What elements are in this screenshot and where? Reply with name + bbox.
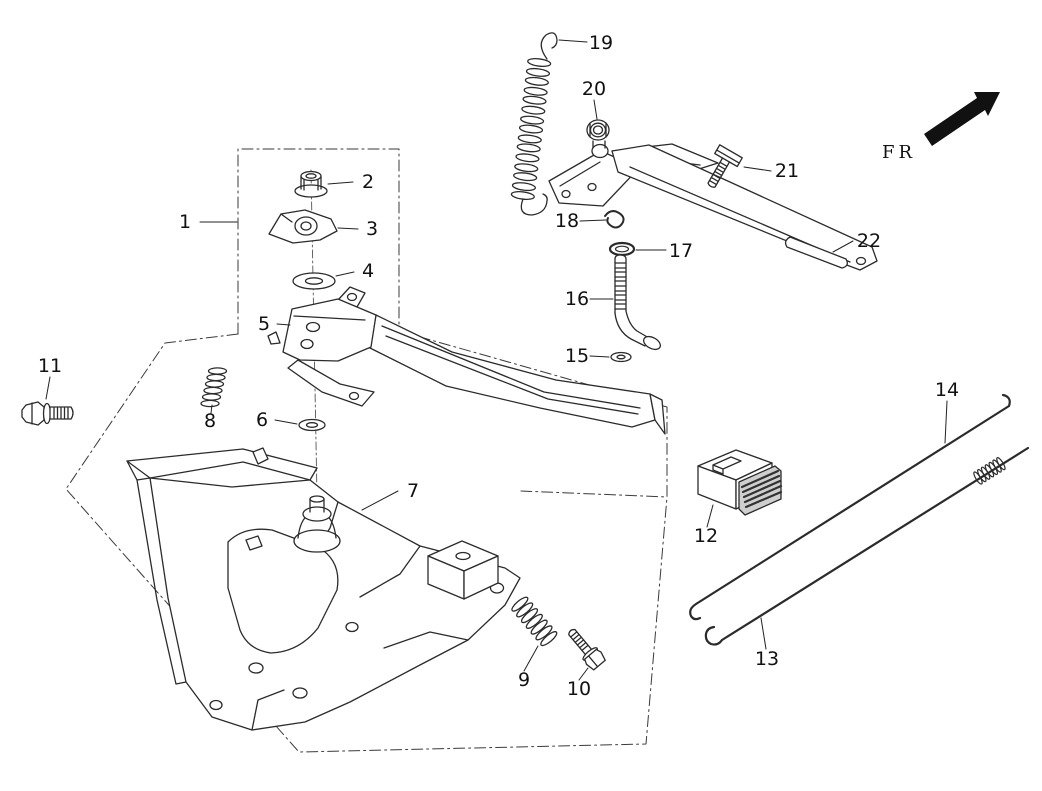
leader-14 — [944, 400, 948, 444]
leader-12 — [706, 504, 714, 528]
leader-8 — [210, 404, 213, 414]
callout-labels: 1 2 3 4 5 6 7 8 9 10 11 12 13 14 15 16 1… — [38, 32, 959, 700]
callout-4: 4 — [362, 260, 374, 282]
callout-21: 21 — [775, 160, 799, 182]
leader-10 — [578, 667, 589, 681]
part-21-bolt — [707, 144, 743, 188]
part-2-nut — [294, 170, 328, 198]
part-11-bolt — [21, 401, 74, 426]
callout-12: 12 — [694, 525, 718, 547]
callout-11: 11 — [38, 355, 62, 377]
leader-18 — [579, 219, 607, 222]
part-6-washer — [298, 418, 326, 432]
callout-8: 8 — [204, 410, 216, 432]
leader-20 — [593, 99, 598, 120]
part-8-spring — [200, 367, 228, 408]
callout-13: 13 — [755, 648, 779, 670]
leader-11 — [45, 376, 51, 400]
callout-1: 1 — [179, 211, 191, 233]
part-15-washer — [610, 351, 632, 363]
callout-3: 3 — [366, 218, 378, 240]
part-20-nut — [586, 119, 610, 141]
callout-19: 19 — [589, 32, 613, 54]
leader-19 — [558, 39, 588, 43]
leader-6 — [274, 419, 298, 425]
part-3-cam-plate — [268, 209, 338, 244]
leader-15 — [589, 355, 610, 358]
part-16-rod — [614, 254, 662, 351]
callout-16: 16 — [565, 288, 589, 310]
part-9-spring — [511, 596, 558, 647]
callout-6: 6 — [256, 409, 268, 431]
callout-20: 20 — [582, 78, 606, 100]
callout-18: 18 — [555, 210, 579, 232]
callout-22: 22 — [857, 230, 881, 252]
part-13-rod — [704, 446, 1030, 646]
part-12-clamp — [697, 449, 783, 516]
leader-21 — [743, 166, 772, 172]
leader-2 — [327, 181, 354, 185]
part-5-lever-bracket — [267, 286, 666, 435]
callout-2: 2 — [362, 171, 374, 193]
leader-7 — [361, 490, 399, 511]
part-7-bracket — [126, 447, 521, 731]
leader-9 — [523, 645, 539, 672]
leader-13 — [760, 617, 767, 650]
part-17-ring — [608, 241, 636, 257]
leader-22 — [832, 240, 854, 253]
part-19-spring — [510, 32, 558, 216]
part-14-rod — [689, 393, 1011, 621]
callout-7: 7 — [407, 480, 419, 502]
callout-17: 17 — [669, 240, 693, 262]
fr-direction-arrow-icon — [924, 92, 1000, 146]
part-22-lever-arm — [548, 140, 878, 271]
callout-9: 9 — [518, 669, 530, 691]
leader-5 — [276, 323, 291, 326]
callout-15: 15 — [565, 345, 589, 367]
part-4-washer — [292, 272, 336, 290]
callout-5: 5 — [258, 313, 270, 335]
leader-3 — [337, 227, 359, 230]
leader-4 — [335, 271, 355, 277]
leader-lines — [45, 39, 948, 681]
part-18-clip — [604, 210, 625, 229]
fr-direction-label: FR — [882, 142, 916, 163]
part-10-bolt — [568, 628, 606, 671]
callout-10: 10 — [567, 678, 591, 700]
callout-14: 14 — [935, 379, 959, 401]
